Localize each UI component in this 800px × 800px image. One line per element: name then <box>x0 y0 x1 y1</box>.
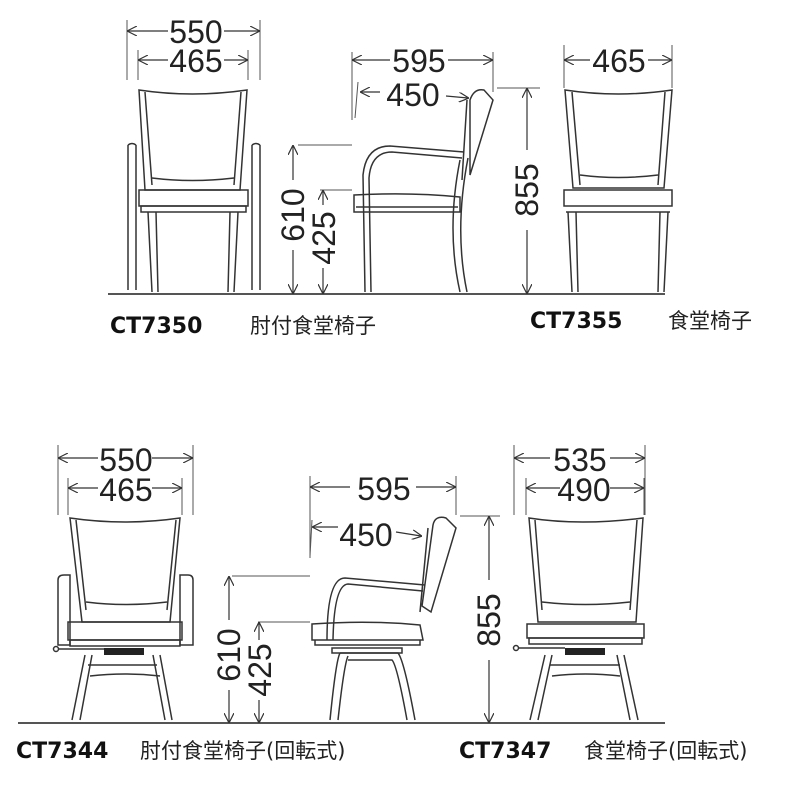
code-ct7350: CT7350 <box>110 314 202 339</box>
dim-overall-width: 535 <box>553 442 606 478</box>
chair-ct7350-front: 550 465 <box>126 14 261 293</box>
dim-seat-depth: 450 <box>339 517 392 553</box>
dim-depth: 595 <box>392 43 445 79</box>
dim-seat-height: 425 <box>242 643 278 696</box>
dim-seat-width: 465 <box>169 43 222 79</box>
dim-seat-width: 490 <box>557 472 610 508</box>
dim-overall-height: 855 <box>471 593 507 646</box>
dim-overall-width: 465 <box>592 43 645 79</box>
chair-ct7344-side: 595 450 610 425 855 <box>211 471 507 722</box>
name-ct7350: 肘付食堂椅子 <box>250 314 376 338</box>
dim-seat-width: 465 <box>99 472 152 508</box>
code-ct7355: CT7355 <box>530 309 622 334</box>
name-ct7347: 食堂椅子(回転式) <box>584 739 747 763</box>
code-ct7347: CT7347 <box>459 739 551 764</box>
chair-ct7344-front: 550 465 <box>52 442 194 721</box>
chair-ct7350-side: 595 450 610 425 855 <box>275 43 545 293</box>
code-ct7344: CT7344 <box>16 739 108 764</box>
chair-ct7355-front: 465 <box>563 43 673 293</box>
dim-arm-height: 610 <box>275 188 311 241</box>
dim-seat-height: 425 <box>306 211 342 264</box>
name-ct7344: 肘付食堂椅子(回転式) <box>140 739 345 763</box>
dim-overall-width: 550 <box>169 14 222 50</box>
name-ct7355: 食堂椅子 <box>668 309 752 333</box>
chair-ct7347-front: 535 490 <box>512 442 646 721</box>
dim-arm-height: 610 <box>211 628 247 681</box>
dim-overall-height: 855 <box>509 163 545 216</box>
dim-overall-width: 550 <box>99 442 152 478</box>
dim-depth: 595 <box>357 471 410 507</box>
dim-seat-depth: 450 <box>386 77 439 113</box>
